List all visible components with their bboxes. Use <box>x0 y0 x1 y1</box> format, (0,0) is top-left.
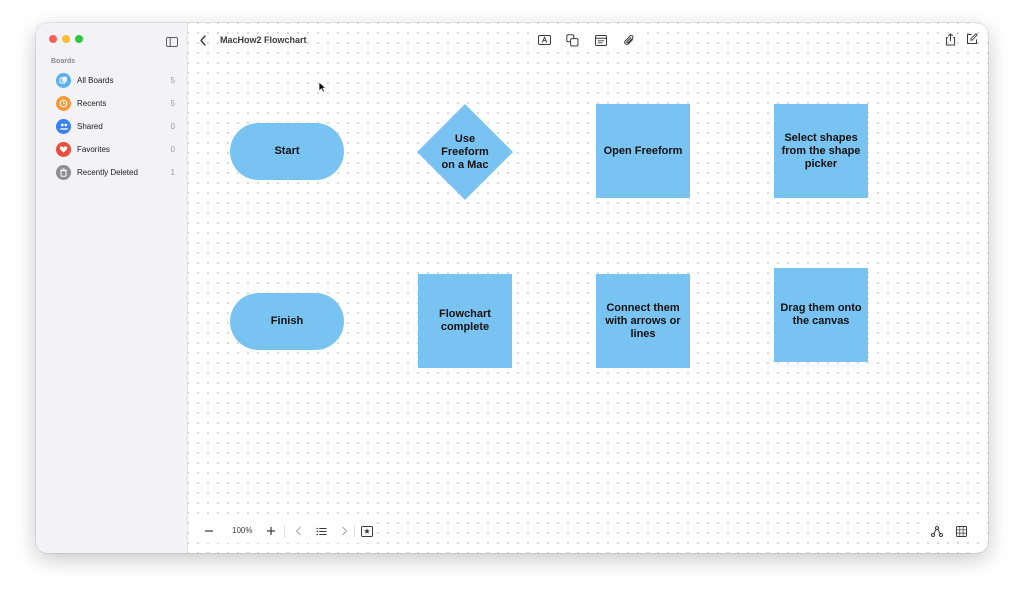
next-scene-button[interactable] <box>338 524 350 538</box>
add-scene-button[interactable] <box>360 524 374 538</box>
sidebar-item-count: 0 <box>170 145 175 154</box>
list-icon <box>315 527 326 535</box>
open-freeform-shape[interactable]: Open Freeform <box>596 104 690 198</box>
board-title: MacHow2 Flowchart <box>220 35 307 45</box>
sidebar-item-shared[interactable]: Shared 0 <box>36 116 187 138</box>
minus-icon <box>205 530 213 532</box>
connection-points-icon[interactable] <box>930 524 944 538</box>
sidebar-item-count: 0 <box>170 122 175 131</box>
freeform-window: Boards All Boards 5 Recents 5 Shared 0 <box>36 23 988 553</box>
previous-scene-button[interactable] <box>292 524 304 538</box>
plus-icon <box>267 527 275 535</box>
shapes-icon[interactable] <box>565 33 579 47</box>
shape-text-line: Use <box>454 132 476 145</box>
board-canvas[interactable]: MacHow2 Flowchart Start <box>188 23 988 553</box>
flowchart-complete-shape[interactable]: Flowchart complete <box>418 274 512 368</box>
back-button[interactable] <box>192 29 214 51</box>
zoom-out-button[interactable] <box>202 524 216 538</box>
sidebar-item-count: 1 <box>170 168 175 177</box>
sidebar-toggle-icon[interactable] <box>166 34 178 47</box>
zoom-level[interactable]: 100% <box>232 526 253 535</box>
grid-view-icon[interactable] <box>954 524 968 538</box>
sidebar: Boards All Boards 5 Recents 5 Shared 0 <box>36 23 188 553</box>
sidebar-item-count: 5 <box>170 99 175 108</box>
sidebar-item-count: 5 <box>170 76 175 85</box>
sticky-note-icon[interactable] <box>594 33 608 47</box>
shape-text: Finish <box>270 315 304 327</box>
shape-text-line: Freeform <box>441 145 489 158</box>
chevron-left-icon <box>295 526 301 536</box>
sidebar-item-label: Shared <box>77 122 103 131</box>
insert-toolbar <box>533 28 643 52</box>
divider <box>354 525 355 537</box>
mouse-cursor-icon <box>318 81 327 93</box>
sidebar-item-recents[interactable]: Recents 5 <box>36 93 187 115</box>
start-terminator-shape[interactable]: Start <box>230 123 344 180</box>
connect-arrows-shape[interactable]: Connect them with arrows or lines <box>596 274 690 368</box>
shape-text: Use Freeform on a Mac <box>417 104 513 200</box>
shape-text: Select shapes from the shape picker <box>781 131 861 170</box>
finish-terminator-shape[interactable]: Finish <box>230 293 344 350</box>
chevron-right-icon <box>341 526 347 536</box>
star-frame-icon <box>361 525 373 537</box>
use-freeform-decision-shape[interactable]: Use Freeform on a Mac <box>417 104 513 200</box>
sidebar-item-label: Recents <box>77 99 107 108</box>
attachment-paperclip-icon[interactable] <box>622 33 636 47</box>
sidebar-item-all-boards[interactable]: All Boards 5 <box>36 70 187 92</box>
bottom-right-tools <box>924 520 982 542</box>
close-window-button[interactable] <box>49 35 57 43</box>
drag-onto-canvas-shape[interactable]: Drag them onto the canvas <box>774 268 868 362</box>
sidebar-item-favorites[interactable]: Favorites 0 <box>36 139 187 161</box>
new-board-compose-icon[interactable] <box>965 32 979 46</box>
shape-text-line: on a Mac <box>441 158 489 171</box>
bottom-navigation-bar: 100% <box>196 519 376 543</box>
zoom-in-button[interactable] <box>264 524 278 538</box>
shared-people-icon <box>56 119 71 134</box>
sidebar-item-label: Favorites <box>77 145 110 154</box>
divider <box>284 525 285 537</box>
shape-text: Open Freeform <box>603 144 683 157</box>
shape-text: Connect them with arrows or lines <box>605 301 681 340</box>
text-box-icon[interactable] <box>537 33 551 47</box>
sidebar-item-label: Recently Deleted <box>77 168 138 177</box>
shape-text: Start <box>274 145 300 157</box>
share-icon[interactable] <box>943 32 957 46</box>
trash-icon <box>56 165 71 180</box>
chevron-left-icon <box>200 34 206 46</box>
minimize-window-button[interactable] <box>62 35 70 43</box>
zoom-window-button[interactable] <box>75 35 83 43</box>
recents-clock-icon <box>56 96 71 111</box>
shape-text: Drag them onto the canvas <box>780 302 862 327</box>
select-shapes-shape[interactable]: Select shapes from the shape picker <box>774 104 868 198</box>
shape-text: Flowchart complete <box>439 308 491 333</box>
all-boards-icon <box>56 73 71 88</box>
scenes-list-button[interactable] <box>314 524 328 538</box>
sidebar-item-label: All Boards <box>77 76 114 85</box>
boards-section-label: Boards <box>51 58 76 65</box>
sidebar-item-recently-deleted[interactable]: Recently Deleted 1 <box>36 162 187 184</box>
heart-icon <box>56 142 71 157</box>
